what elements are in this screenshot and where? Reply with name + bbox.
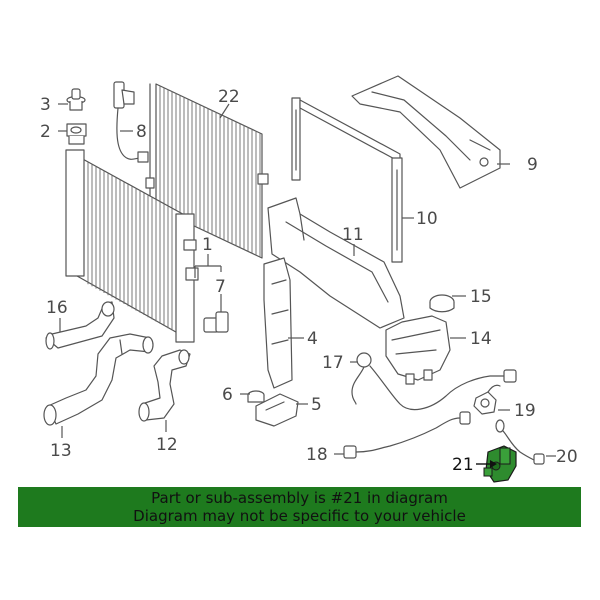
callout-6: 6 [222,385,233,405]
harness-part-17 [351,352,517,411]
condenser-fins [159,85,261,258]
banner-line-1: Part or sub-assembly is #21 in diagram [151,489,448,507]
mount-part-5 [255,393,299,427]
callout-7: 7 [215,277,226,297]
radiator-fins [87,162,173,331]
callout-14: 14 [470,329,492,349]
callout-5: 5 [311,395,322,415]
callout-9: 9 [527,155,538,175]
hose-part-16 [45,301,115,350]
hose-part-13 [43,333,154,426]
callout-13: 13 [50,441,72,461]
callout-12: 12 [156,435,178,455]
pipe-part-18 [343,411,471,459]
callout-3: 3 [40,95,51,115]
bracket-part-2 [66,123,87,145]
leader-lines [58,103,556,468]
support-part-9 [351,75,501,189]
air-duct-part-11 [267,197,405,329]
hose-part-20 [495,419,545,465]
callout-18: 18 [306,445,328,465]
callout-20: 20 [556,447,578,467]
expansion-tank-part-14 [385,315,451,385]
callout-16: 16 [46,298,68,318]
callout-21: 21 [452,455,474,475]
callout-2: 2 [40,122,51,142]
callout-17: 17 [322,353,344,373]
callout-1: 1 [202,235,213,255]
sensor-part-8 [113,81,149,163]
callout-22: 22 [218,87,240,107]
radiator-part-1 [65,149,199,343]
plug-part-3 [66,88,86,111]
cap-part-15 [429,294,455,313]
clip-part-6 [247,390,265,403]
hose-part-12 [138,349,191,422]
connector-part-7 [203,311,229,333]
water-pump-part-21 [483,445,517,483]
callout-8: 8 [136,122,147,142]
banner-line-2: Diagram may not be specific to your vehi… [133,507,466,525]
info-banner: Part or sub-assembly is #21 in diagram D… [18,487,581,527]
callout-15: 15 [470,287,492,307]
callout-4: 4 [307,329,318,349]
fitting-part-19 [473,384,501,415]
callout-11: 11 [342,225,364,245]
callout-10: 10 [416,209,438,229]
callout-numbers: 3 2 8 22 1 7 9 10 11 4 6 5 16 13 12 15 1… [40,87,578,475]
air-guide-part-4 [263,257,293,389]
callout-19: 19 [514,401,536,421]
frame-part-10 [291,97,403,263]
